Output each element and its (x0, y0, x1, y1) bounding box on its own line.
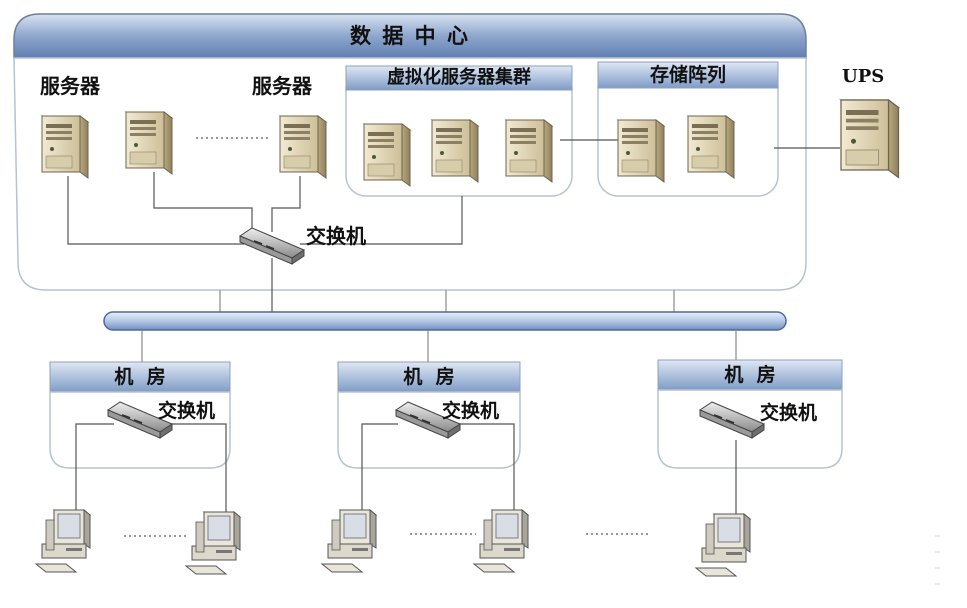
storage-server-icon (617, 119, 665, 183)
edge-artifact (935, 535, 940, 585)
room-2 (321, 361, 650, 573)
server-icon (125, 111, 173, 175)
room-header (337, 361, 521, 393)
room-1 (35, 361, 241, 575)
cluster-server-icon (431, 119, 479, 183)
pc-icon (473, 509, 529, 573)
room-switch-label: 交换机 (442, 400, 500, 422)
storage-header (597, 61, 779, 89)
room-3 (657, 359, 843, 577)
server-icon (279, 115, 327, 179)
data-center-title: 数 据 中 心 (350, 24, 470, 48)
data-center-group (13, 13, 900, 312)
room-title: 机 房 (403, 366, 455, 388)
pc-icon (35, 509, 91, 573)
cluster-server-icon (505, 119, 553, 183)
backbone-bus (103, 290, 787, 364)
servers-label-left: 服务器 (40, 74, 100, 98)
storage-server-icon (687, 115, 735, 179)
pc-icon (185, 511, 241, 575)
storage-title: 存储阵列 (649, 64, 726, 86)
room-title: 机 房 (724, 364, 776, 386)
bus-pipe (103, 311, 787, 331)
core-switch-label: 交换机 (306, 224, 366, 248)
top-band (0, 0, 967, 10)
server-icon (41, 115, 89, 179)
room-switch-label: 交换机 (158, 400, 216, 422)
ups-icon (840, 99, 900, 179)
pc-icon (695, 513, 751, 577)
cluster-header (345, 65, 573, 91)
pc-icon (321, 509, 377, 573)
dc-wiring (67, 139, 840, 312)
cluster-server-icon (363, 123, 411, 187)
room-header (657, 359, 843, 391)
ups-label: UPS (842, 66, 885, 87)
room-title: 机 房 (114, 366, 166, 388)
room-switch-label: 交换机 (760, 402, 818, 424)
cluster-title: 虚拟化服务器集群 (387, 67, 531, 88)
servers-label-right: 服务器 (252, 74, 312, 98)
